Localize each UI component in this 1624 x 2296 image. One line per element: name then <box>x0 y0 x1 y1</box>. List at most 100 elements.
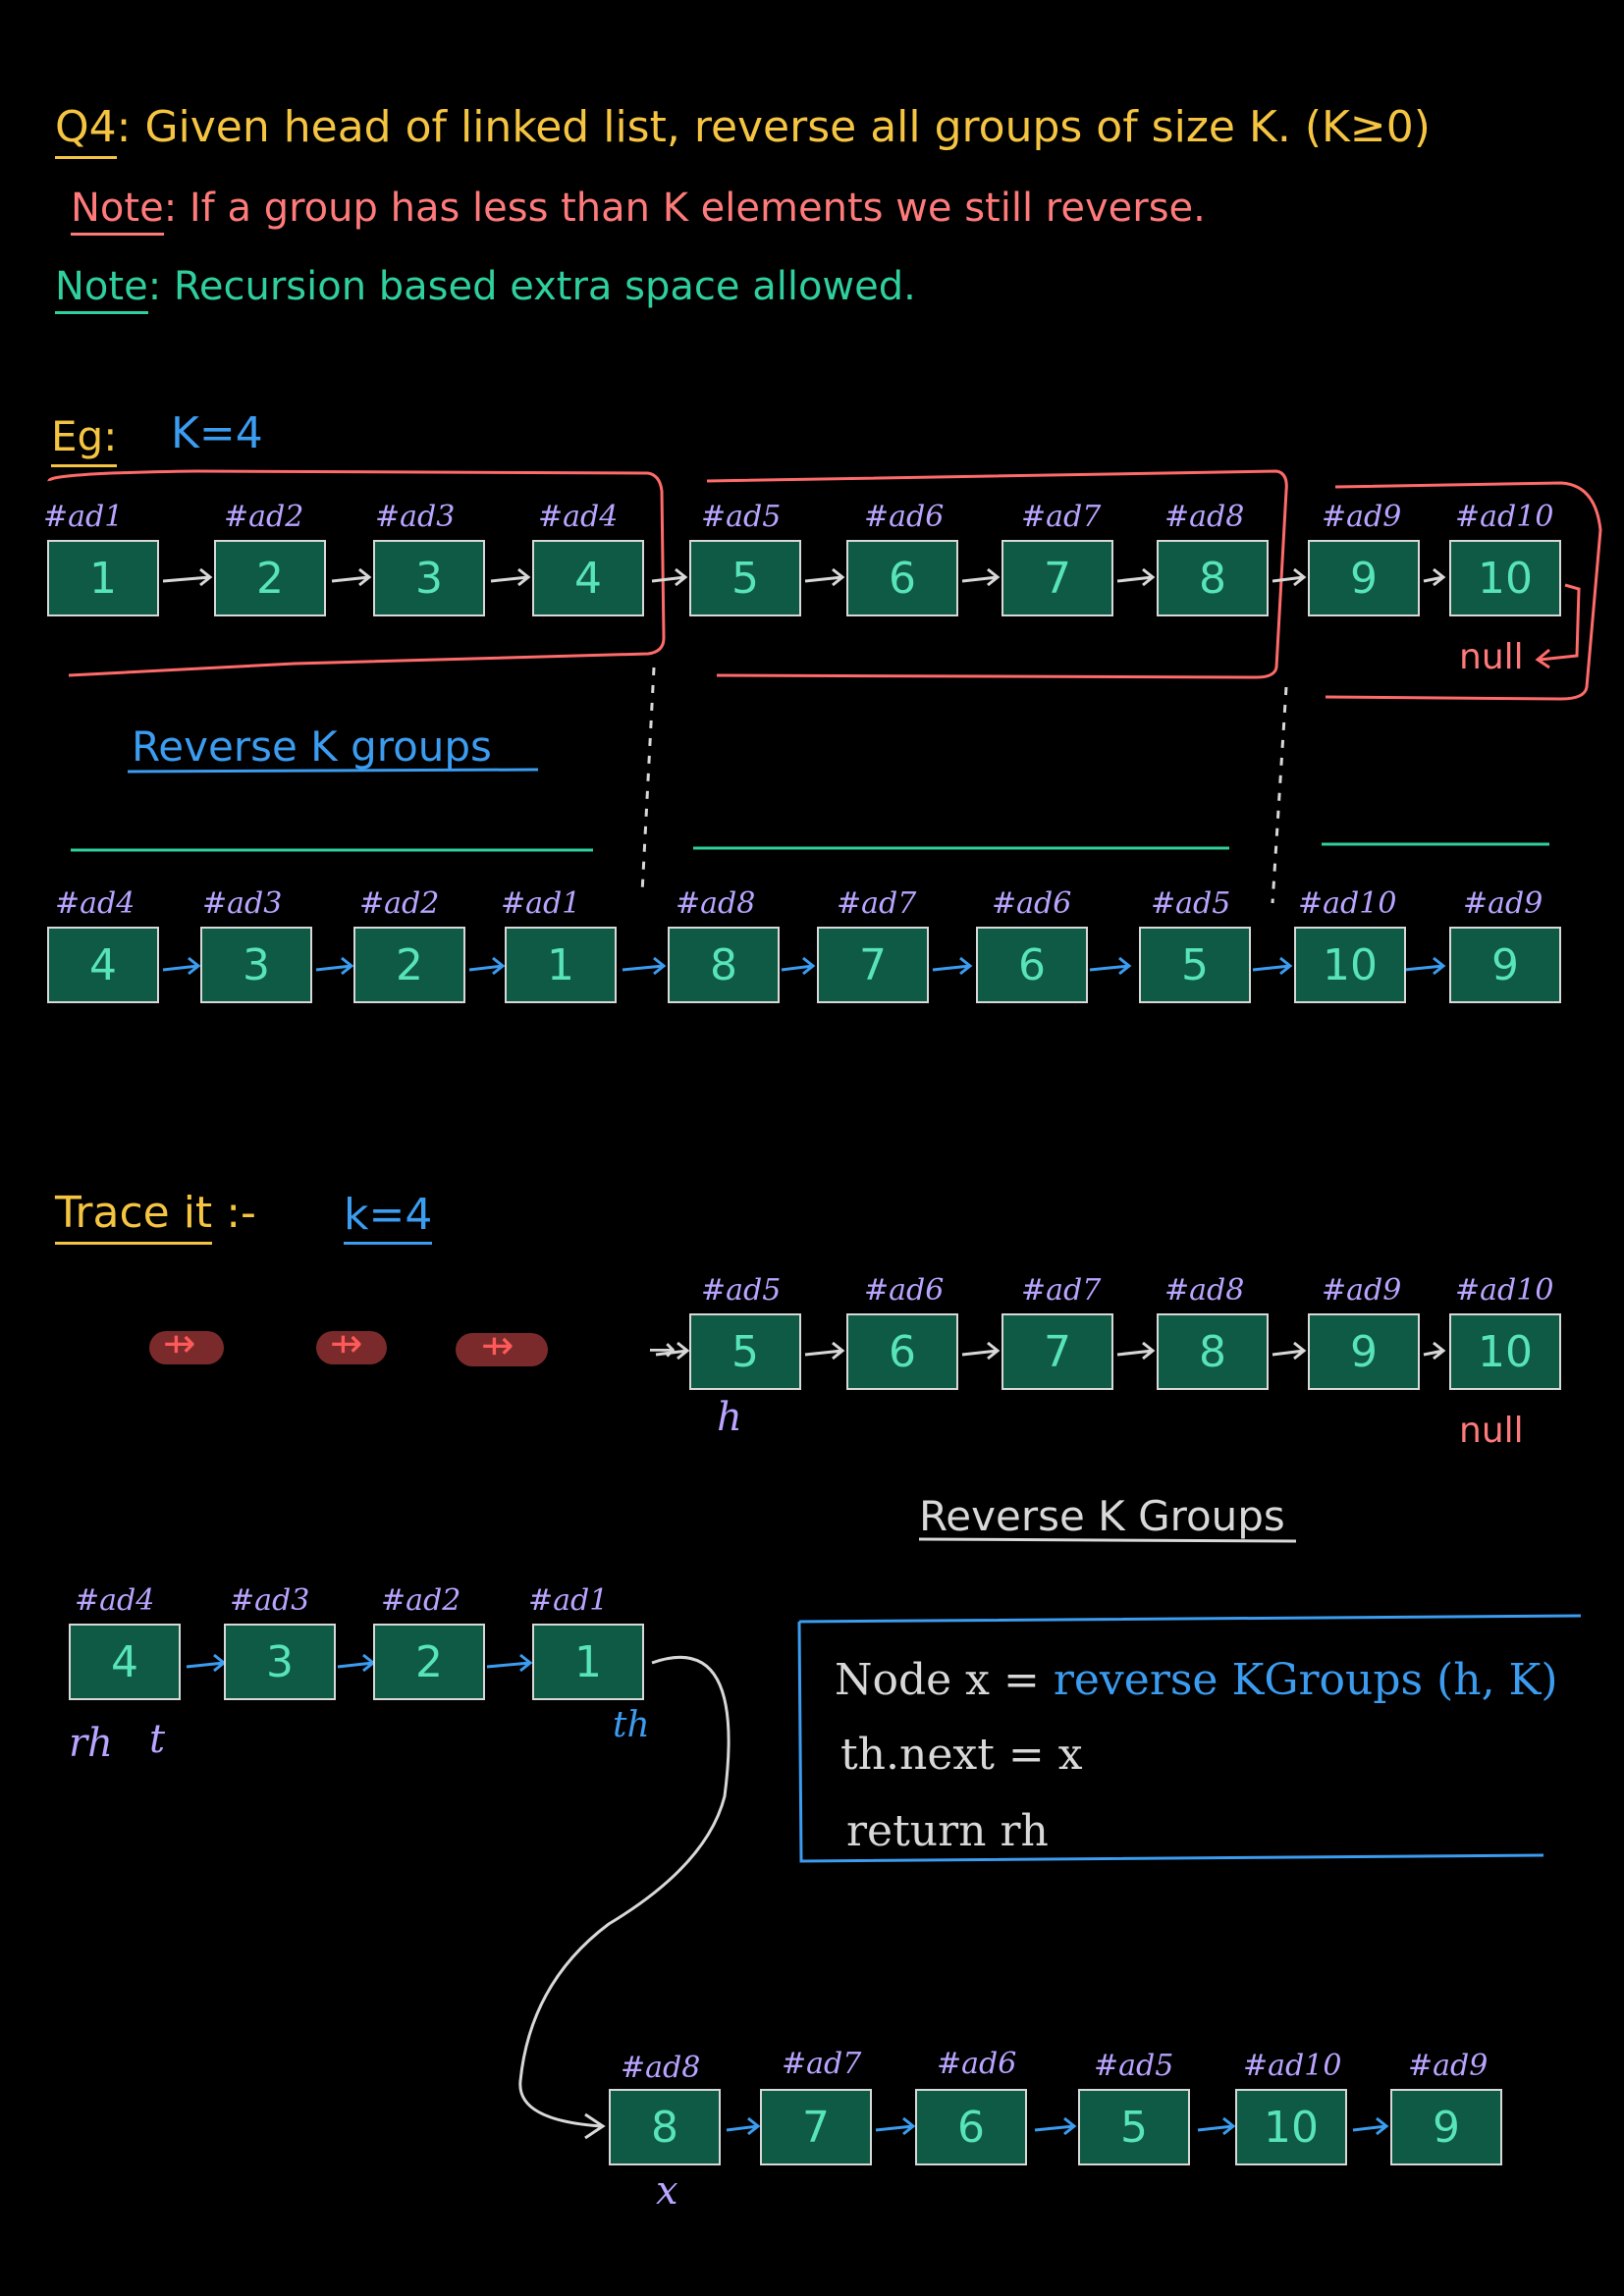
list-node: 6 <box>915 2089 1027 2165</box>
list2-arrows <box>162 956 1446 976</box>
null-label: null <box>1459 1411 1524 1451</box>
h-pointer-label: h <box>717 1395 742 1440</box>
list-node: 3 <box>224 1624 336 1700</box>
list-node: 10 <box>1449 540 1561 616</box>
list5-addr: #ad8 <box>621 2051 701 2085</box>
example-k: K=4 <box>171 408 263 458</box>
list4-addr: #ad3 <box>230 1583 310 1618</box>
list2-addr: #ad2 <box>359 886 440 921</box>
list-node: 7 <box>817 927 929 1003</box>
list1-addr: #ad2 <box>224 500 304 534</box>
th-pointer-label: th <box>613 1705 650 1745</box>
arrow-in-icon: → <box>648 1330 677 1369</box>
list-node: 8 <box>1157 1313 1269 1390</box>
trace-label-line: Trace it :- <box>55 1188 256 1245</box>
cross-icon: ⇸ <box>163 1321 196 1366</box>
list5-addr: #ad9 <box>1408 2049 1489 2083</box>
note2-text: : Recursion based extra space allowed. <box>147 264 916 309</box>
list3-addr: #ad8 <box>1164 1273 1245 1308</box>
list-node: 5 <box>1139 927 1251 1003</box>
list-node: 10 <box>1449 1313 1561 1390</box>
list-node: 8 <box>609 2089 721 2165</box>
question-line: Q4: Given head of linked list, reverse a… <box>55 102 1431 159</box>
list2-addr: #ad5 <box>1151 886 1231 921</box>
list-node: 1 <box>47 540 159 616</box>
list-node: 1 <box>532 1624 644 1700</box>
list-node: 9 <box>1308 540 1420 616</box>
list-node: 5 <box>1078 2089 1190 2165</box>
group-outline-1 <box>47 469 666 677</box>
list1-addr: #ad10 <box>1455 500 1554 534</box>
rh-pointer-label: rh <box>69 1721 113 1766</box>
list-node: 3 <box>373 540 485 616</box>
list-node: 10 <box>1294 927 1406 1003</box>
removed-arrow-pill <box>316 1331 387 1364</box>
list2-addr: #ad9 <box>1463 886 1543 921</box>
list1-addr: #ad5 <box>701 500 782 534</box>
list-node: 4 <box>69 1624 181 1700</box>
list-node: 2 <box>353 927 465 1003</box>
list1-addr: #ad1 <box>43 500 124 534</box>
reverse-k-groups-title: Reverse K Groups <box>919 1492 1285 1540</box>
list1-addr: #ad9 <box>1322 500 1402 534</box>
list2-addr: #ad10 <box>1298 886 1397 921</box>
dotted-connector-2 <box>1271 686 1288 904</box>
list-node: 9 <box>1449 927 1561 1003</box>
code-line-3: return rh <box>846 1806 1049 1856</box>
list-node: 8 <box>668 927 780 1003</box>
code-line-2: th.next = x <box>840 1730 1083 1780</box>
list2-addr: #ad7 <box>837 886 917 921</box>
list-node: 5 <box>689 1313 801 1390</box>
list4-addr: #ad2 <box>381 1583 461 1618</box>
list-node: 7 <box>1001 540 1113 616</box>
list2-addr: #ad8 <box>676 886 756 921</box>
x-pointer-label: x <box>656 2168 678 2214</box>
group-outline-3 <box>1325 481 1602 701</box>
t-pointer-label: t <box>149 1717 166 1762</box>
note1-text: : If a group has less than K elements we… <box>163 186 1206 231</box>
list3-addr: #ad10 <box>1455 1273 1554 1308</box>
dotted-connector-1 <box>640 667 656 894</box>
list1-addr: #ad7 <box>1021 500 1102 534</box>
list1-addr: #ad6 <box>864 500 945 534</box>
list-node: 6 <box>846 540 958 616</box>
list-node: 8 <box>1157 540 1269 616</box>
list5-addr: #ad10 <box>1243 2049 1342 2083</box>
list1-addr: #ad4 <box>538 500 619 534</box>
list2-addr: #ad1 <box>501 886 581 921</box>
list3-addr: #ad5 <box>701 1273 782 1308</box>
list1-addr: #ad3 <box>375 500 456 534</box>
list-node: 2 <box>373 1624 485 1700</box>
reverse-k-groups-label: Reverse K groups <box>132 722 492 771</box>
list3-addr: #ad6 <box>864 1273 945 1308</box>
removed-arrow-pill <box>149 1331 224 1364</box>
trace-k-label: k=4 <box>344 1190 433 1245</box>
list-node: 6 <box>976 927 1088 1003</box>
list4-addr: #ad4 <box>75 1583 155 1618</box>
list-node: 7 <box>1001 1313 1113 1390</box>
reverse-groups-underline <box>918 1537 1297 1543</box>
list-node: 9 <box>1308 1313 1420 1390</box>
cross-icon: ⇸ <box>481 1323 514 1368</box>
list-node: 2 <box>214 540 326 616</box>
list3-addr: #ad9 <box>1322 1273 1402 1308</box>
question-tag: Q4 <box>55 102 117 159</box>
trace-suffix: :- <box>226 1188 256 1238</box>
list4-addr: #ad1 <box>528 1583 609 1618</box>
list-node: 4 <box>532 540 644 616</box>
list5-addr: #ad7 <box>782 2047 862 2081</box>
list-node: 9 <box>1390 2089 1502 2165</box>
list-node: 5 <box>689 540 801 616</box>
list-node: 10 <box>1235 2089 1347 2165</box>
list5-addr: #ad6 <box>937 2047 1017 2081</box>
list5-arrows <box>726 2116 1389 2136</box>
cross-icon: ⇸ <box>330 1321 363 1366</box>
null-label: null <box>1459 637 1524 677</box>
code-box <box>797 1614 1582 1863</box>
example-label: Eg: <box>51 412 118 467</box>
list2-addr: #ad6 <box>992 886 1072 921</box>
reverse-label-underline <box>127 768 539 774</box>
list2-addr: #ad3 <box>202 886 283 921</box>
connect-curve <box>518 1655 731 2140</box>
